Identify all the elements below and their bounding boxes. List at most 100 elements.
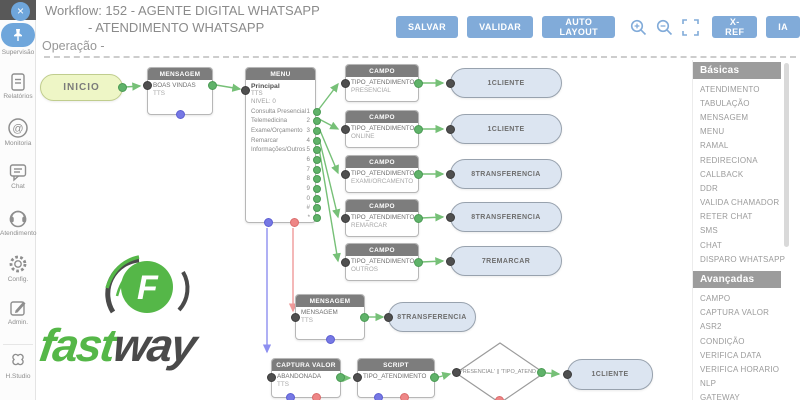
output-port[interactable] bbox=[537, 368, 546, 377]
node-menu-principal[interactable]: MENU Principal TTS NIVEL: 0 Consulta Pre… bbox=[241, 67, 321, 227]
timeout-port[interactable] bbox=[325, 335, 335, 344]
palette-item[interactable]: DDR bbox=[700, 183, 718, 193]
palette-item[interactable]: CALLBACK bbox=[700, 169, 744, 179]
output-port[interactable] bbox=[414, 78, 423, 88]
palette-item[interactable]: VERIFICA HORARIO bbox=[700, 364, 780, 374]
input-port[interactable] bbox=[446, 124, 455, 134]
option-output-port[interactable] bbox=[313, 107, 321, 116]
input-port[interactable] bbox=[446, 78, 455, 88]
node-campo-remarcar[interactable]: CAMPO TIPO_ATENDIMENTO REMARCAR bbox=[341, 199, 423, 237]
sidebar-item-relatorios[interactable]: Relatórios bbox=[0, 72, 36, 100]
state-node-pill[interactable]: 1CLIENTE bbox=[446, 114, 562, 144]
input-port[interactable] bbox=[341, 257, 350, 267]
salvar-button[interactable]: SALVAR bbox=[396, 16, 459, 38]
state-node-pill[interactable]: 7REMARCAR bbox=[446, 246, 562, 276]
timeout-port[interactable] bbox=[286, 393, 295, 400]
sidebar-item-admin[interactable]: Admin. bbox=[0, 298, 36, 326]
input-port[interactable] bbox=[353, 373, 362, 382]
output-port[interactable] bbox=[118, 83, 127, 92]
palette-item[interactable]: TABULAÇÃO bbox=[700, 98, 750, 108]
close-menu-button[interactable]: × bbox=[11, 2, 30, 21]
palette-item[interactable]: ATENDIMENTO bbox=[700, 84, 760, 94]
validar-button[interactable]: VALIDAR bbox=[467, 16, 534, 38]
state-node-pill[interactable]: 1CLIENTE bbox=[563, 359, 653, 390]
node-campo-exame[interactable]: CAMPO TIPO_ATENDIMENTO EXAMI/ORCAMENTO bbox=[341, 155, 423, 193]
xref-button[interactable]: X-REF bbox=[712, 16, 758, 38]
palette-item[interactable]: SMS bbox=[700, 226, 718, 236]
state-node-pill[interactable]: 8TRANSFERENCIA bbox=[384, 302, 476, 332]
palette-item[interactable]: CAMPO bbox=[700, 294, 731, 304]
palette-item[interactable]: CONDIÇÃO bbox=[700, 336, 745, 346]
palette-item[interactable]: CHAT bbox=[700, 240, 722, 250]
fit-screen-icon[interactable] bbox=[682, 18, 700, 36]
ia-button[interactable]: IA bbox=[766, 16, 800, 38]
palette-item[interactable]: CAPTURA VALOR bbox=[700, 308, 770, 318]
node-mensagem-2[interactable]: MENSAGEM MENSAGEM TTS bbox=[291, 294, 369, 344]
error-port[interactable] bbox=[495, 396, 504, 400]
output-port[interactable] bbox=[430, 373, 439, 382]
sidebar-item-config[interactable]: Config. bbox=[0, 253, 36, 283]
output-port[interactable] bbox=[414, 124, 423, 134]
option-output-port[interactable] bbox=[313, 126, 321, 135]
palette-item[interactable]: MENU bbox=[700, 127, 725, 137]
palette-scrollbar[interactable] bbox=[784, 63, 789, 247]
input-port[interactable] bbox=[446, 256, 455, 266]
input-port[interactable] bbox=[446, 169, 455, 179]
palette-item[interactable]: NLP bbox=[700, 379, 717, 389]
input-port[interactable] bbox=[452, 368, 461, 377]
option-output-port[interactable] bbox=[313, 155, 321, 164]
pin-button[interactable] bbox=[1, 23, 35, 47]
input-port[interactable] bbox=[143, 81, 152, 90]
palette-item[interactable]: VALIDA CHAMADOR bbox=[700, 198, 780, 208]
option-output-port[interactable] bbox=[313, 185, 321, 193]
option-output-port[interactable] bbox=[313, 136, 321, 145]
output-port[interactable] bbox=[208, 81, 217, 90]
state-node-pill[interactable]: 1CLIENTE bbox=[446, 68, 562, 98]
node-captura-valor[interactable]: CAPTURA VALOR ABANDONADA TTS bbox=[267, 358, 345, 400]
option-output-port[interactable] bbox=[313, 194, 321, 203]
error-port[interactable] bbox=[312, 393, 321, 400]
sidebar-item-monitoria[interactable]: @ Monitoria bbox=[0, 117, 36, 147]
start-node[interactable]: INICIO bbox=[40, 74, 127, 101]
input-port[interactable] bbox=[291, 313, 300, 322]
input-port[interactable] bbox=[341, 78, 350, 88]
palette-item[interactable]: RETER CHAT bbox=[700, 212, 753, 222]
zoom-in-icon[interactable] bbox=[630, 19, 647, 36]
node-script[interactable]: SCRIPT TIPO_ATENDIMENTO bbox=[353, 358, 439, 400]
output-port[interactable] bbox=[414, 169, 423, 179]
timeout-port[interactable] bbox=[175, 110, 185, 119]
input-port[interactable] bbox=[563, 370, 572, 379]
auto-layout-button[interactable]: AUTO LAYOUT bbox=[542, 16, 616, 38]
node-campo-presencial[interactable]: CAMPO TIPO_ATENDIMENTO PRESENCIAL bbox=[341, 64, 423, 102]
option-output-port[interactable] bbox=[313, 117, 321, 126]
output-port[interactable] bbox=[414, 213, 423, 223]
input-port[interactable] bbox=[384, 312, 393, 322]
node-mensagem-boas-vindas[interactable]: MENSAGEM BOAS VINDAS TTS bbox=[143, 67, 217, 119]
node-campo-online[interactable]: CAMPO TIPO_ATENDIMENTO ONLINE bbox=[341, 110, 423, 148]
input-port[interactable] bbox=[446, 212, 455, 222]
timeout-port[interactable] bbox=[374, 393, 383, 400]
input-port[interactable] bbox=[241, 86, 250, 95]
node-campo-outros[interactable]: CAMPO TIPO_ATENDIMENTO OUTROS bbox=[341, 243, 423, 281]
input-port[interactable] bbox=[341, 213, 350, 223]
input-port[interactable] bbox=[341, 124, 350, 134]
palette-item[interactable]: ASR2 bbox=[700, 322, 722, 332]
output-port[interactable] bbox=[336, 373, 345, 382]
error-port[interactable] bbox=[400, 393, 409, 400]
palette-item[interactable]: DISPARO WHATSAPP bbox=[700, 254, 786, 264]
sidebar-item-atendimento[interactable]: Atendimento bbox=[0, 207, 37, 237]
option-output-port[interactable] bbox=[313, 214, 321, 223]
palette-item[interactable]: VERIFICA DATA bbox=[700, 350, 762, 360]
palette-item[interactable]: GATEWAY bbox=[700, 393, 740, 400]
input-port[interactable] bbox=[341, 169, 350, 179]
option-output-port[interactable] bbox=[313, 204, 321, 213]
palette-item[interactable]: REDIRECIONA bbox=[700, 155, 758, 165]
state-node-pill[interactable]: 8TRANSFERENCIA bbox=[446, 159, 562, 189]
sidebar-item-hstudio[interactable]: H.Studio bbox=[0, 352, 36, 380]
input-port[interactable] bbox=[267, 373, 276, 382]
sidebar-item-chat[interactable]: Chat bbox=[0, 162, 36, 190]
option-output-port[interactable] bbox=[313, 175, 321, 184]
output-port[interactable] bbox=[360, 313, 369, 322]
state-node-pill[interactable]: 8TRANSFERENCIA bbox=[446, 202, 562, 232]
output-port[interactable] bbox=[414, 257, 423, 267]
